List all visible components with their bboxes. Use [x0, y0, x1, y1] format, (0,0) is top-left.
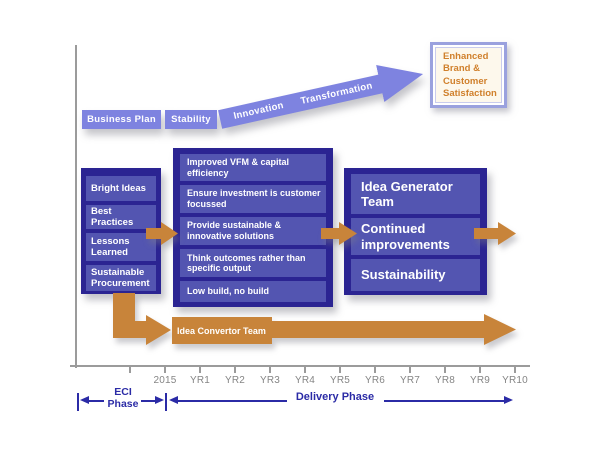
tick-label-yr4: YR4 [294, 375, 316, 386]
outcome-box: Enhanced Brand & Customer Satisfaction [430, 42, 507, 108]
label-innovation: Innovation [232, 100, 285, 122]
delivery-phase-label: Delivery Phase [287, 391, 383, 403]
delivery-right-arrowhead-icon [504, 396, 513, 404]
input-item: Bright Ideas [86, 176, 156, 201]
delivery-left-arrowhead-icon [169, 396, 178, 404]
eci-end-bar [165, 393, 167, 411]
principle-item: Ensure investment is customer focussed [180, 185, 326, 213]
convertor-label: Idea Convertor Team [172, 317, 272, 344]
input-item: Sustainable Procurement [86, 265, 156, 291]
outcome-item: Idea Generator Team [351, 174, 480, 214]
arrowhead-icon [498, 222, 516, 245]
tick-label-yr8: YR8 [434, 375, 456, 386]
axis-tick [199, 367, 201, 373]
axis-tick [409, 367, 411, 373]
principle-item: Improved VFM & capital efficiency [180, 154, 326, 182]
tick-label-yr1: YR1 [189, 375, 211, 386]
axis-tick [269, 367, 271, 373]
axis-tick [374, 367, 376, 373]
inputs-box: Bright Ideas Best Practices Lessons Lear… [81, 168, 161, 294]
tick-label-yr9: YR9 [469, 375, 491, 386]
axis-tick [129, 367, 131, 373]
principle-item: Think outcomes rather than specific outp… [180, 249, 326, 278]
arrowhead-icon [484, 314, 516, 345]
eci-start-bar [77, 393, 79, 411]
strategy-arrowhead-icon [376, 55, 427, 102]
eci-left-arrowhead-icon [80, 396, 89, 404]
x-axis-line [70, 365, 530, 367]
axis-tick [514, 367, 516, 373]
input-item: Lessons Learned [86, 233, 156, 261]
y-axis-line [75, 45, 77, 368]
principle-item: Low build, no build [180, 281, 326, 302]
axis-tick [339, 367, 341, 373]
tick-label-yr5: YR5 [329, 375, 351, 386]
tick-label-yr10: YR10 [502, 375, 528, 386]
axis-tick [164, 367, 166, 373]
tick-label-2015: 2015 [153, 375, 177, 386]
tick-label-yr3: YR3 [259, 375, 281, 386]
tick-label-yr7: YR7 [399, 375, 421, 386]
principles-box: Improved VFM & capital efficiency Ensure… [173, 148, 333, 307]
outcome-item: Sustainability [351, 259, 480, 291]
outcome-text: Enhanced Brand & Customer Satisfaction [435, 47, 502, 103]
tick-label-yr2: YR2 [224, 375, 246, 386]
axis-tick [444, 367, 446, 373]
segment-business-plan: Business Plan [82, 110, 161, 129]
principle-item: Provide sustainable & innovative solutio… [180, 216, 326, 246]
axis-tick [479, 367, 481, 373]
eci-phase-label: ECI Phase [104, 386, 142, 411]
tick-label-yr6: YR6 [364, 375, 386, 386]
label-transformation: Transformation [299, 80, 374, 107]
eci-right-arrowhead-icon [155, 396, 164, 404]
input-item: Best Practices [86, 205, 156, 229]
arrowhead-icon [146, 315, 171, 345]
outcome-item: Continued improvements [351, 218, 480, 255]
segment-stability: Stability [165, 110, 217, 129]
slope-band: Innovation Transformation [218, 74, 385, 129]
axis-tick [234, 367, 236, 373]
outcomes-box: Idea Generator Team Continued improvemen… [344, 168, 487, 295]
axis-tick [304, 367, 306, 373]
segment-slope: Innovation Transformation [216, 55, 427, 137]
